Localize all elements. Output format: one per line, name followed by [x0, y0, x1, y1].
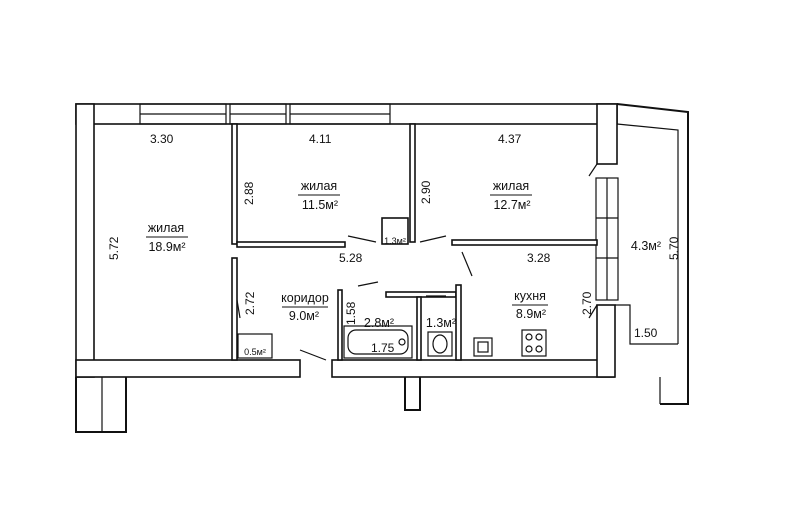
bath-left-wall — [337, 289, 343, 361]
room-balcony-area: 4.3м² — [631, 239, 661, 253]
partition-h-right — [451, 239, 598, 246]
right-wall-upper — [596, 103, 618, 165]
room-living1-area: 18.9м² — [148, 240, 185, 254]
bottom-left-wall — [75, 359, 301, 378]
closet-box — [381, 217, 409, 245]
dim-411: 4.11 — [309, 132, 332, 146]
bottom-right-wall — [331, 359, 615, 378]
dim-270: 2.70 — [580, 291, 594, 315]
partitions — [231, 123, 598, 361]
room-labels: жилая 18.9м² жилая 11.5м² жилая 12.7м² к… — [146, 179, 661, 357]
dim-272: 2.72 — [243, 291, 257, 315]
balcony-outer-wall — [616, 103, 689, 405]
dim-570: 5.70 — [667, 236, 681, 260]
partition-h-left — [236, 241, 346, 248]
door-3 — [461, 251, 473, 277]
left-wall — [75, 103, 95, 378]
partition-a — [231, 123, 238, 245]
kitchen-left-wall — [455, 284, 462, 361]
outer-walls — [75, 103, 689, 433]
entry-door — [299, 349, 327, 361]
room-living1-name: жилая — [148, 221, 184, 235]
dim-328: 3.28 — [527, 251, 551, 265]
left-bottom-column — [75, 377, 127, 433]
windows — [139, 103, 619, 301]
balcony-inner-line — [616, 123, 679, 344]
niche-box — [237, 333, 273, 359]
partition-a-lower — [231, 257, 238, 361]
door-4 — [357, 281, 379, 287]
room-kitchen-area: 8.9м² — [516, 307, 546, 321]
room-wc-area: 1.3м² — [426, 316, 456, 330]
partition-b — [409, 123, 416, 243]
bath-wc-divider — [416, 296, 422, 361]
dim-175: 1.75 — [371, 341, 395, 355]
dim-290: 2.90 — [419, 180, 433, 204]
room-living2-area: 11.5м² — [302, 198, 338, 212]
room-living3-area: 12.7м² — [493, 198, 530, 212]
dim-158: 1.58 — [344, 301, 358, 325]
dim-572: 5.72 — [107, 236, 121, 260]
stove — [521, 329, 547, 357]
door-2 — [419, 235, 447, 243]
dim-288: 2.88 — [242, 181, 256, 205]
dim-150: 1.50 — [634, 326, 658, 340]
dim-330: 3.30 — [150, 132, 174, 146]
right-wall-lower — [596, 304, 616, 378]
balcony-door — [588, 163, 598, 177]
room-closet-area: 1.3м² — [384, 236, 406, 246]
room-living3-name: жилая — [493, 179, 529, 193]
room-bath-area: 2.8м² — [364, 316, 394, 330]
room-corridor-area: 9.0м² — [289, 309, 319, 323]
toilet — [427, 331, 453, 357]
room-living2-name: жилая — [301, 179, 337, 193]
niche-door — [236, 299, 241, 319]
dimension-labels: 3.30 4.11 4.37 5.28 3.28 1.75 1.50 5.72 … — [107, 132, 681, 355]
dim-437: 4.37 — [498, 132, 522, 146]
room-kitchen-name: кухня — [514, 289, 546, 303]
center-bottom-column — [404, 377, 421, 411]
bathtub — [343, 325, 413, 359]
sink — [473, 337, 493, 357]
room-niche-area: 0.5м² — [244, 347, 266, 357]
balcony-bottom-line — [615, 304, 678, 345]
door-1 — [347, 235, 377, 243]
kitchen-door — [588, 304, 598, 319]
room-corridor-name: коридор — [281, 291, 329, 305]
dim-528: 5.28 — [339, 251, 363, 265]
fixtures — [237, 325, 547, 359]
